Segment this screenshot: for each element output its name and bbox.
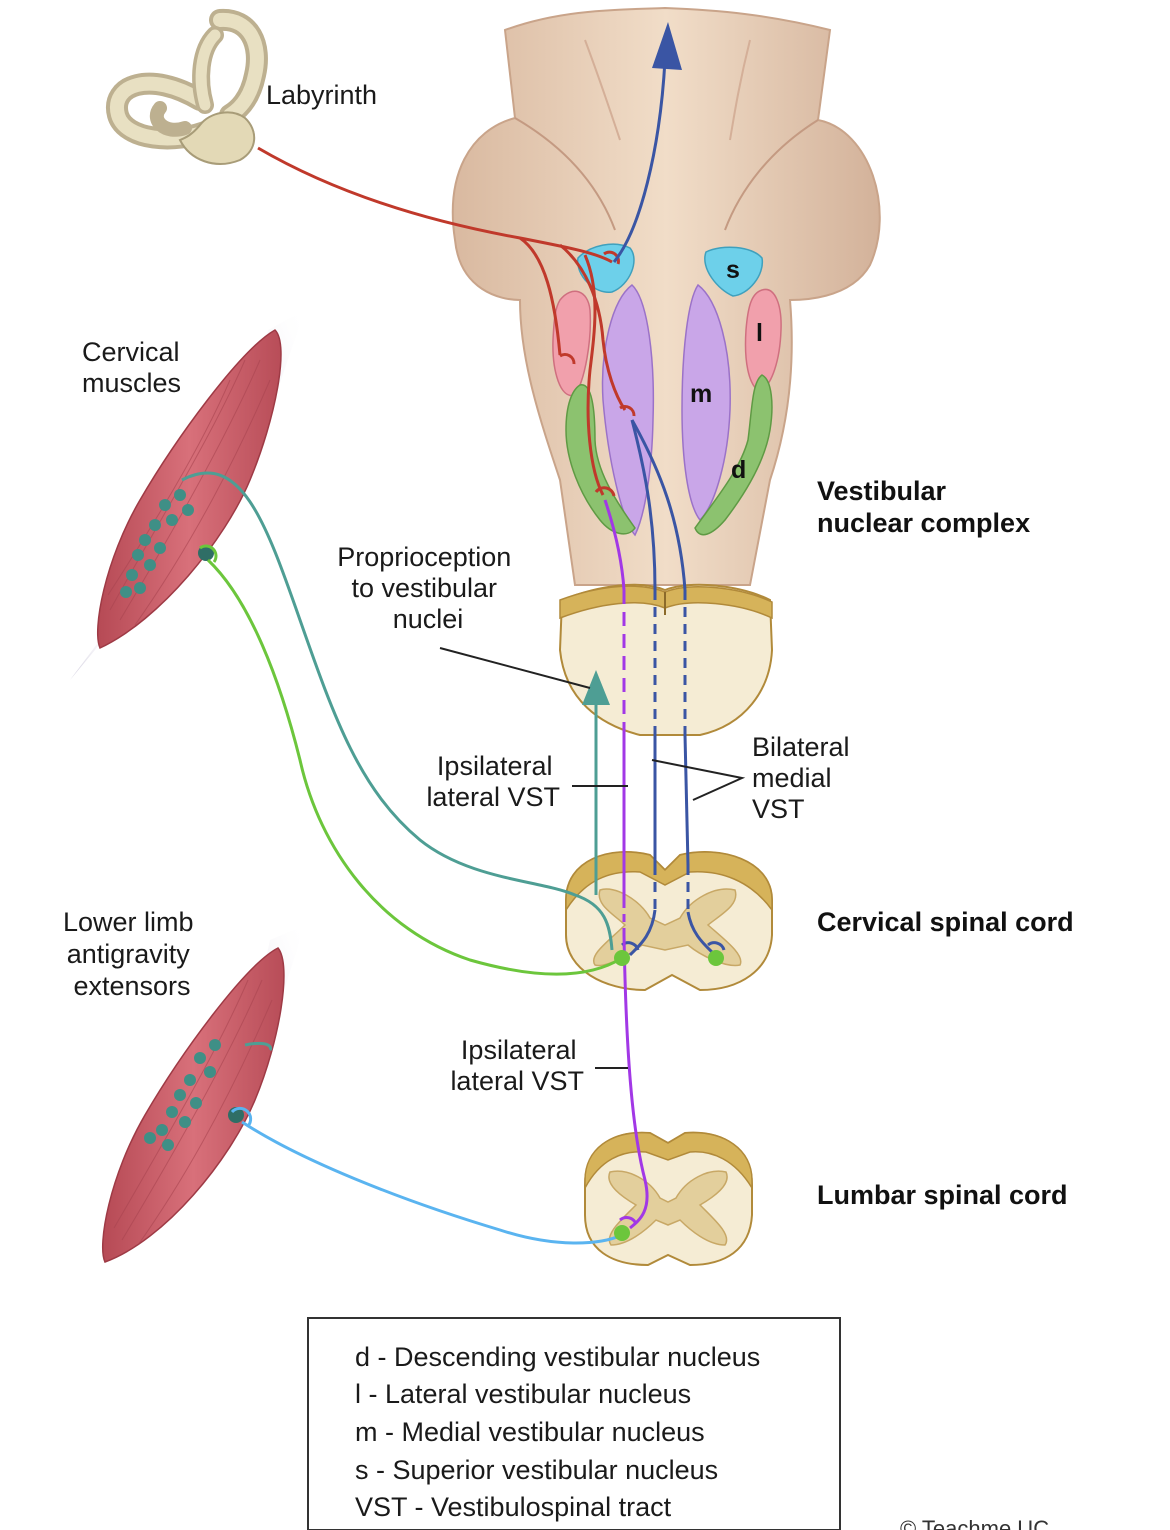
labyrinth-afferents: [257, 146, 627, 496]
cervical-motor-pathway: [199, 544, 623, 976]
labyrinth-illustration: [106, 8, 268, 165]
afferent-terminals: [559, 250, 636, 497]
cervical-muscles-label: Cervical muscles: [82, 337, 187, 398]
legend-item-l: l - Lateral vestibular nucleus: [355, 1379, 691, 1409]
medulla-section: [558, 583, 774, 736]
descending-nucleus-right: [694, 374, 773, 536]
legend-item-d: d - Descending vestibular nucleus: [355, 1342, 760, 1372]
nucleus-letter-m: m: [690, 380, 712, 408]
cervical-muscle: [70, 310, 305, 680]
ipsilateral-lateral-vst-label-1: Ipsilateral lateral VST: [426, 751, 560, 812]
vestibular-complex-label: Vestibular nuclear complex: [817, 476, 1030, 538]
lower-limb-label: Lower limb antigravity extensors: [63, 907, 201, 1001]
legend-box: d - Descending vestibular nucleus l - La…: [307, 1317, 841, 1530]
ipsilateral-lateral-vst-label-2: Ipsilateral lateral VST: [450, 1035, 584, 1096]
proprioception-pathway: [181, 471, 614, 1052]
superior-nucleus-right: [704, 246, 763, 297]
lumbar-spinal-cord-label: Lumbar spinal cord: [817, 1180, 1068, 1210]
copyright-text: © Teachme UC: [900, 1516, 1049, 1530]
lower-limb-spindle: [144, 1039, 244, 1151]
legend-item-s: s - Superior vestibular nucleus: [355, 1455, 718, 1485]
descending-nucleus-left: [565, 384, 636, 535]
proprioception-arrowhead: [582, 670, 610, 705]
lateral-vst: [603, 499, 649, 1230]
cervical-spindle: [120, 489, 214, 598]
bilateral-medial-vst-label: Bilateral medial VST: [752, 732, 857, 824]
lumbar-motor-neuron: [614, 1225, 630, 1241]
labyrinth-label: Labyrinth: [266, 80, 377, 110]
cervical-spinal-cord-label: Cervical spinal cord: [817, 907, 1074, 937]
nucleus-letter-s: s: [726, 256, 740, 284]
lumbar-cord-section: [584, 1131, 753, 1267]
legend-item-vst: VST - Vestibulospinal tract: [355, 1492, 672, 1522]
lumbar-motor-pathway: [230, 1106, 623, 1245]
vestibular-nuclei: s l m d: [552, 243, 782, 537]
cervical-grey-matter: [592, 888, 742, 967]
brainstem: [451, 6, 881, 586]
nucleus-letter-l: l: [756, 319, 763, 347]
lateral-vst-terminals: [619, 1215, 638, 1225]
pointer-lines: [439, 647, 746, 1069]
medial-vst: [628, 419, 717, 957]
cervical-motor-neuron: [614, 950, 630, 966]
ascending-tract: [612, 22, 682, 263]
legend-item-m: m - Medial vestibular nucleus: [355, 1417, 705, 1447]
nucleus-letter-d: d: [731, 456, 746, 484]
proprioception-label: Proprioception to vestibular nuclei: [337, 542, 519, 634]
lumbar-grey-matter: [608, 1170, 728, 1246]
